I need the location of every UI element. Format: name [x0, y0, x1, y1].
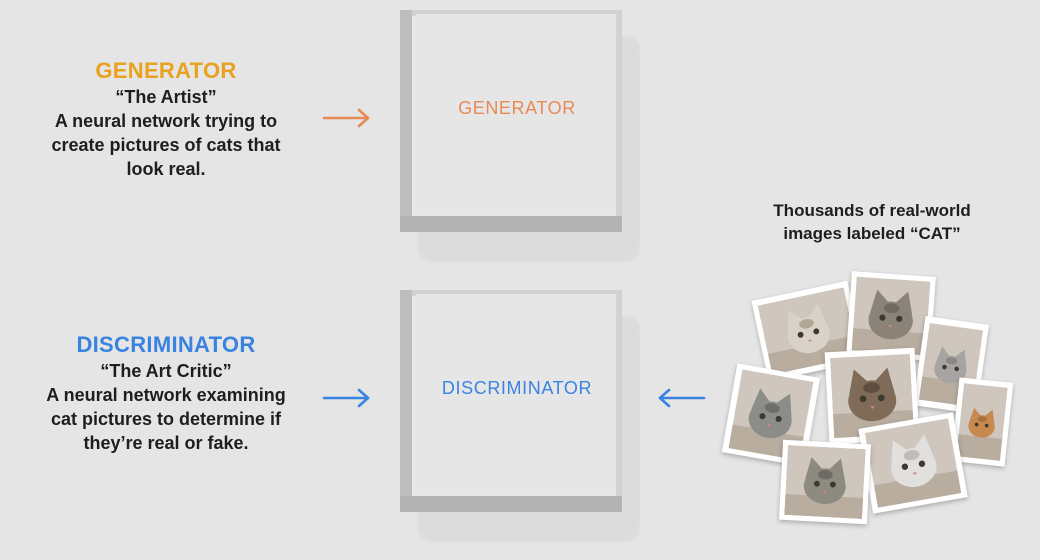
- cat-photo-fluffy-blue-eyes: [858, 412, 968, 514]
- cat-photo-green-eyes: [846, 271, 936, 361]
- cat-photo-kitten-box: [824, 347, 920, 445]
- discriminator-box: DISCRIMINATOR: [400, 290, 640, 542]
- discriminator-description: DISCRIMINATOR “The Art Critic” A neural …: [20, 331, 312, 455]
- generator-desc-line-3: look real.: [126, 159, 206, 179]
- discriminator-desc-line-1: A neural network examining: [46, 385, 286, 405]
- cat-photo-tabby-left: [721, 363, 821, 467]
- discriminator-subtitle: “The Art Critic”: [100, 361, 232, 381]
- generator-box: GENERATOR: [400, 10, 640, 262]
- dataset-caption: Thousands of real-world images labeled “…: [740, 199, 1004, 245]
- generator-box-label: GENERATOR: [458, 98, 576, 118]
- dataset-caption-line-1: Thousands of real-world: [773, 201, 971, 220]
- discriminator-heading: DISCRIMINATOR: [76, 332, 256, 357]
- generator-desc-line-2: create pictures of cats that: [51, 135, 281, 155]
- cat-photo-orange-kitten: [950, 377, 1014, 467]
- generator-arrow-icon: [322, 106, 372, 130]
- discriminator-desc-line-3: they’re real or fake.: [83, 433, 249, 453]
- cat-photo-grey-face: [778, 439, 872, 525]
- discriminator-input-arrow-icon: [322, 386, 372, 410]
- dataset-arrow-icon: [656, 386, 706, 410]
- cat-photo-collage: [715, 270, 1025, 530]
- generator-desc-line-1: A neural network trying to: [54, 111, 278, 131]
- generator-heading: GENERATOR: [95, 58, 237, 83]
- generator-description: GENERATOR “The Artist” A neural network …: [20, 57, 312, 181]
- generator-subtitle: “The Artist”: [115, 87, 217, 107]
- discriminator-desc-line-2: cat pictures to determine if: [50, 409, 282, 429]
- dataset-caption-line-2: images labeled “CAT”: [783, 224, 961, 243]
- discriminator-box-label: DISCRIMINATOR: [441, 378, 593, 398]
